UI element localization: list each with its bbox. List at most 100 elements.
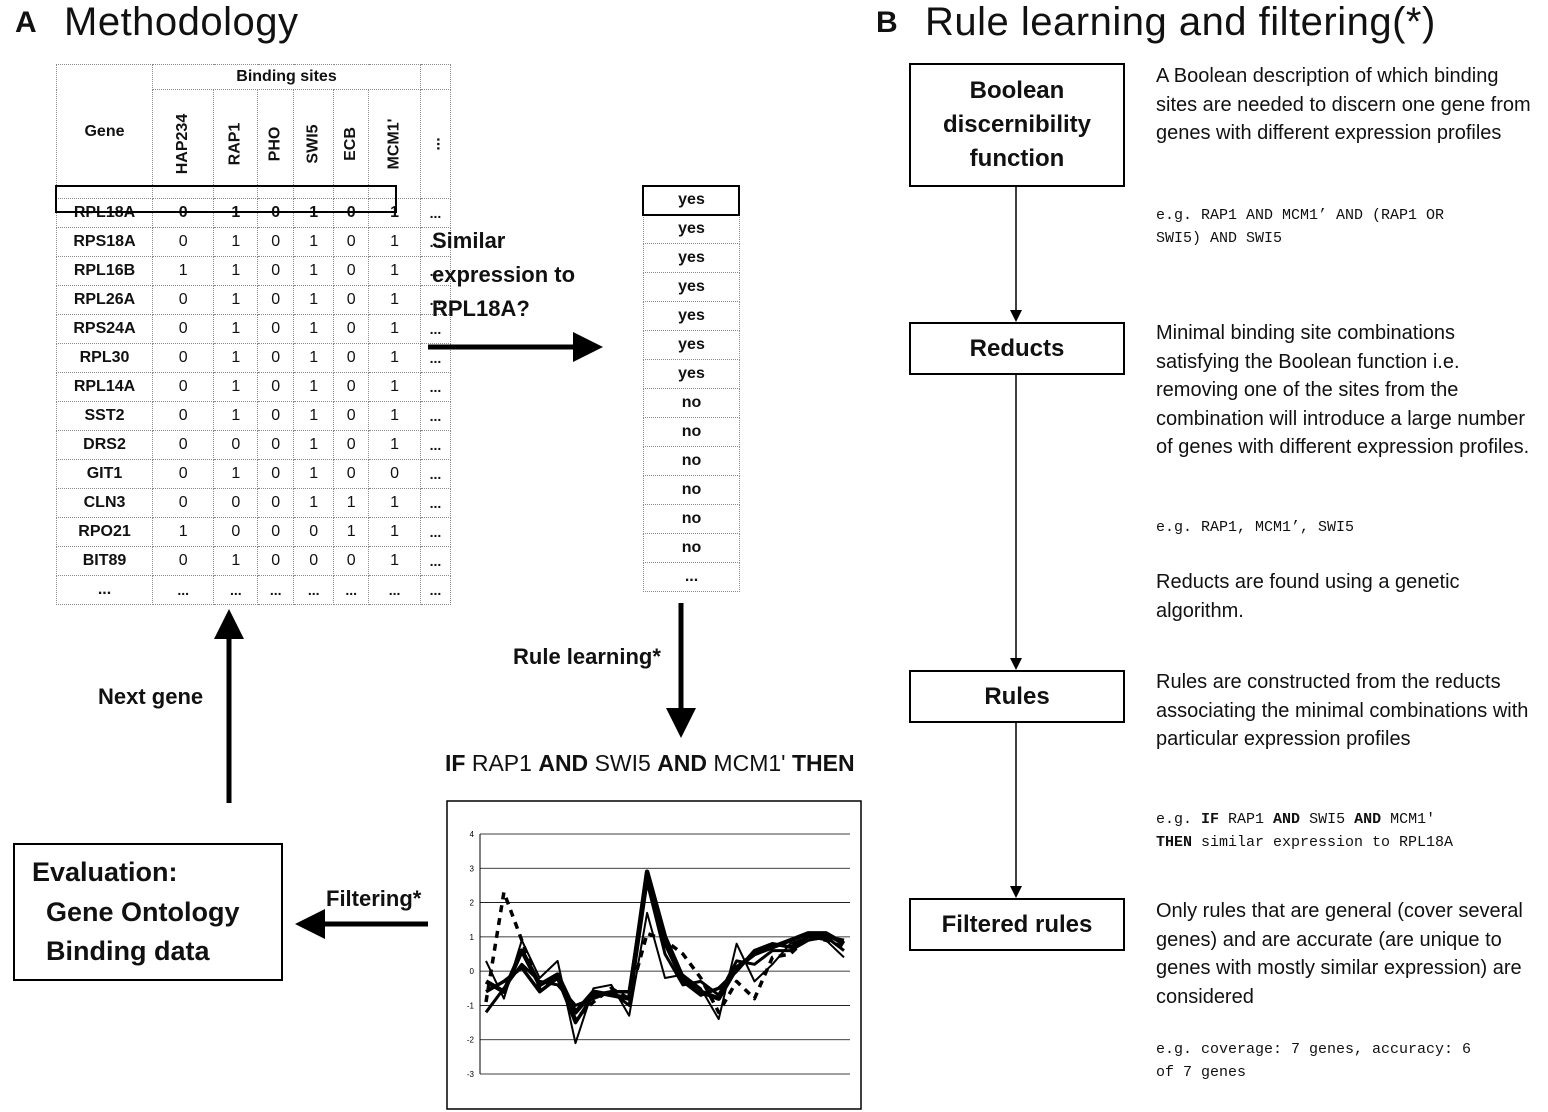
site-column-header: ECB bbox=[333, 89, 370, 199]
empty-header-cell bbox=[420, 64, 451, 90]
rules-example-then: THEN bbox=[1156, 834, 1193, 851]
binding-value-cell: 0 bbox=[257, 546, 295, 576]
binding-value-cell: ... bbox=[420, 314, 451, 344]
binding-value-cell: 0 bbox=[333, 314, 370, 344]
binding-value-cell: ... bbox=[420, 198, 451, 228]
similarity-row: yes bbox=[643, 214, 740, 244]
rule-keyword-and-2: AND bbox=[657, 750, 708, 776]
step-filtered-rules-label: Filtered rules bbox=[941, 910, 1093, 938]
evaluation-gene-ontology: Gene Ontology bbox=[46, 897, 240, 927]
similarity-row: no bbox=[643, 475, 740, 505]
binding-value-cell: 0 bbox=[213, 430, 259, 460]
boolean-description: A Boolean description of which binding s… bbox=[1156, 65, 1531, 144]
reducts-box: Reducts bbox=[909, 322, 1125, 375]
rule-site-3: MCM1' bbox=[713, 750, 786, 776]
rules-example-site-2: SWI5 bbox=[1300, 811, 1355, 828]
rules-example-and-1: AND bbox=[1273, 811, 1301, 828]
step-reducts-label: Reducts bbox=[969, 334, 1065, 362]
binding-value-cell: 1 bbox=[293, 285, 335, 315]
y-tick-label: 3 bbox=[470, 864, 475, 873]
y-tick-label: 2 bbox=[470, 899, 475, 908]
binding-value-cell: 0 bbox=[151, 372, 215, 402]
binding-value-cell: ... bbox=[333, 575, 370, 605]
gene-name-cell: CLN3 bbox=[56, 488, 153, 518]
gene-name-cell: DRS2 bbox=[56, 430, 153, 460]
panel-a-letter: A bbox=[15, 6, 37, 39]
binding-value-cell: ... bbox=[293, 575, 335, 605]
similarity-row: no bbox=[643, 533, 740, 563]
binding-value-cell: 0 bbox=[151, 285, 215, 315]
binding-value-cell: 1 bbox=[293, 430, 335, 460]
binding-value-cell: 0 bbox=[257, 314, 295, 344]
binding-value-cell: ... bbox=[420, 227, 451, 257]
question-line-1: Similar bbox=[432, 228, 506, 253]
table-row: ........................ bbox=[56, 575, 451, 605]
binding-value-cell: 1 bbox=[293, 459, 335, 489]
rules-description: Rules are constructed from the reducts a… bbox=[1156, 671, 1529, 750]
binding-value-cell: 1 bbox=[213, 401, 259, 431]
similarity-row: yes bbox=[643, 272, 740, 302]
gene-name-cell: ... bbox=[56, 575, 153, 605]
rules-example-site-1: RAP1 bbox=[1219, 811, 1274, 828]
expression-series-line bbox=[485, 911, 845, 1045]
filtered-rules-box: Filtered rules bbox=[909, 898, 1125, 951]
filtered-description: Only rules that are general (cover sever… bbox=[1156, 900, 1523, 1008]
filtering-label: Filtering* bbox=[326, 886, 422, 911]
expression-series-dashed bbox=[484, 890, 845, 1021]
evaluation-title: Evaluation: bbox=[32, 857, 178, 887]
rule-site-2: SWI5 bbox=[594, 750, 651, 776]
binding-value-cell: 0 bbox=[257, 459, 295, 489]
y-tick-label: 4 bbox=[470, 830, 475, 839]
question-line-2: expression to bbox=[432, 262, 576, 287]
rule-site-1: RAP1 bbox=[471, 750, 532, 776]
chart-frame bbox=[446, 800, 862, 1110]
binding-value-cell: 0 bbox=[151, 546, 215, 576]
binding-value-cell: 0 bbox=[333, 227, 370, 257]
binding-value-cell: ... bbox=[257, 575, 295, 605]
binding-value-cell: 0 bbox=[151, 430, 215, 460]
evaluation-box bbox=[13, 843, 283, 981]
boolean-example-line-2: SWI5) AND SWI5 bbox=[1156, 230, 1283, 247]
similarity-cell: yes bbox=[643, 359, 740, 389]
binding-value-cell: 1 bbox=[293, 372, 335, 402]
binding-value-cell: 0 bbox=[368, 459, 421, 489]
gene-name-cell: BIT89 bbox=[56, 546, 153, 576]
rules-box: Rules bbox=[909, 670, 1125, 723]
rule-text: IF RAP1 AND SWI5 AND MCM1' THEN bbox=[445, 750, 855, 777]
selected-similarity-outline bbox=[642, 185, 740, 216]
binding-value-cell: 1 bbox=[213, 459, 259, 489]
gene-name-cell: RPO21 bbox=[56, 517, 153, 547]
step-boolean-line-1: Boolean bbox=[969, 77, 1065, 104]
rule-keyword-and-1: AND bbox=[538, 750, 589, 776]
binding-value-cell: 1 bbox=[368, 401, 421, 431]
reducts-example: e.g. RAP1, MCM1’, SWI5 bbox=[1156, 519, 1355, 536]
filtered-example-line-1: e.g. coverage: 7 genes, accuracy: 6 bbox=[1156, 1041, 1472, 1058]
binding-value-cell: ... bbox=[151, 575, 215, 605]
rules-example-prefix: e.g. bbox=[1156, 811, 1202, 828]
binding-value-cell: 0 bbox=[333, 343, 370, 373]
binding-value-cell: 0 bbox=[257, 430, 295, 460]
binding-value-cell: 0 bbox=[257, 285, 295, 315]
rules-example-if: IF bbox=[1201, 811, 1220, 828]
site-column-header: ... bbox=[420, 89, 451, 199]
binding-value-cell: 1 bbox=[333, 488, 370, 518]
binding-value-cell: 0 bbox=[151, 459, 215, 489]
binding-value-cell: ... bbox=[420, 285, 451, 315]
panel-b-letter: B bbox=[876, 6, 898, 39]
similarity-cell: ... bbox=[643, 562, 740, 592]
similarity-row: yes bbox=[643, 330, 740, 360]
boolean-example-line-1: e.g. RAP1 AND MCM1’ AND (RAP1 OR bbox=[1156, 207, 1445, 224]
similarity-row: no bbox=[643, 388, 740, 418]
panel-b-title: Rule learning and filtering(*) bbox=[925, 0, 1436, 44]
binding-value-cell: 0 bbox=[333, 546, 370, 576]
rule-keyword-then: THEN bbox=[791, 750, 855, 776]
binding-value-cell: 0 bbox=[151, 227, 215, 257]
binding-value-cell: 0 bbox=[333, 401, 370, 431]
similarity-cell: no bbox=[643, 533, 740, 563]
